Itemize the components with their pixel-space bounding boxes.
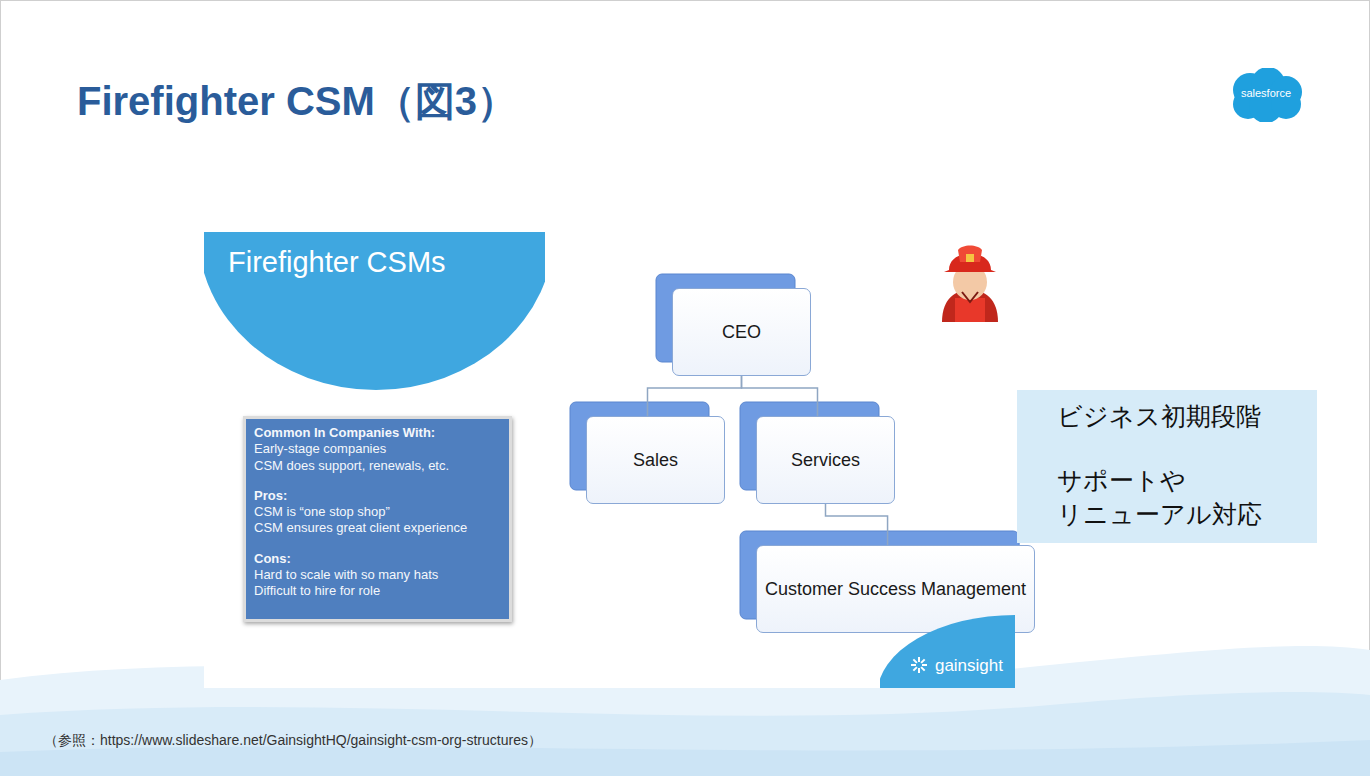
org-connector <box>742 376 818 416</box>
info-heading: Cons: <box>254 551 501 567</box>
node-text: salesforce <box>1228 87 1304 99</box>
node-text: CSM ensures great client experience <box>254 520 501 536</box>
firefighter-icon <box>942 246 998 323</box>
org-box: Services <box>756 416 895 504</box>
node-text: Sales <box>633 450 678 471</box>
slide-title: Firefighter CSM（図3） <box>77 74 517 129</box>
node-text: Services <box>791 450 860 471</box>
info-box: Common In Companies With:Early-stage com… <box>243 416 512 622</box>
logo-cloud: salesforce <box>1228 68 1304 122</box>
node-text: Firefighter CSMs <box>228 246 446 279</box>
node-text: gainsight <box>935 656 1003 676</box>
node-text: CSM is “one stop shop” <box>254 504 501 520</box>
org-box: Sales <box>586 416 725 504</box>
reference-caption: （参照：https://www.slideshare.net/Gainsight… <box>44 732 542 750</box>
node-text: Early-stage companies <box>254 441 501 457</box>
heading-shape: Firefighter CSMs <box>204 232 545 390</box>
shape-outline <box>880 615 1015 688</box>
info-heading: Pros: <box>254 488 501 504</box>
node-text: CSM does support, renewals, etc. <box>254 458 501 474</box>
node-text: Difficult to hire for role <box>254 583 501 599</box>
org-box: CEO <box>672 288 811 376</box>
wave <box>0 692 1370 776</box>
node-text: サポートや リニューアル対応 <box>1057 464 1297 532</box>
org-connector <box>648 376 742 416</box>
node-text: CEO <box>722 322 761 343</box>
node-text: Hard to scale with so many hats <box>254 567 501 583</box>
node-text: Customer Success Management <box>765 579 1026 600</box>
node-text: ビジネス初期段階 <box>1057 400 1297 434</box>
org-connector <box>826 504 888 545</box>
note-box: ビジネス初期段階サポートや リニューアル対応 <box>1017 390 1317 543</box>
info-heading: Common In Companies With: <box>254 425 501 441</box>
logo-corner: gainsight <box>880 615 1015 688</box>
